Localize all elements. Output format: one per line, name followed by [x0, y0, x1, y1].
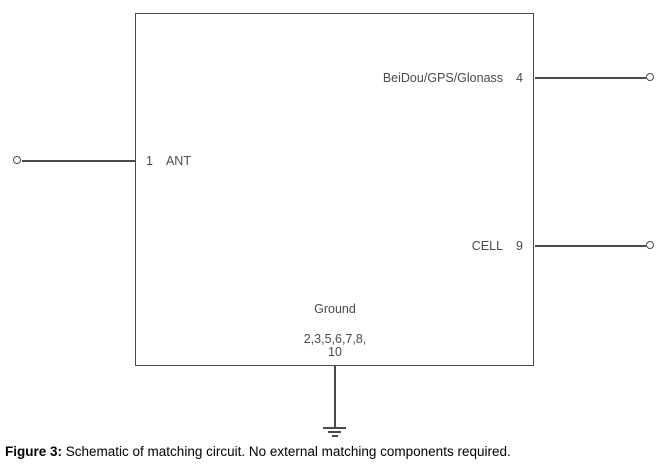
beidou-pin-label: BeiDou/GPS/Glonass 4 [383, 72, 523, 85]
ant-pin-name: ANT [165, 154, 191, 168]
cell-pin-name: CELL [471, 239, 504, 253]
cell-pin-number: 9 [516, 239, 523, 253]
ant-pin-label: 1 ANT [146, 155, 191, 168]
cell-terminal-circle [646, 241, 654, 249]
cell-pin-label: CELL 9 [472, 240, 523, 253]
ground-symbol-bar-1 [323, 427, 346, 429]
figure-caption: Figure 3: Schematic of matching circuit.… [5, 444, 511, 459]
cell-wire [535, 245, 646, 247]
ground-label: Ground [314, 302, 356, 316]
figure-caption-text: Schematic of matching circuit. No extern… [62, 444, 511, 459]
ground-symbol-bar-3 [332, 435, 338, 437]
ground-pin-numbers-line1: 2,3,5,6,7,8, [303, 332, 367, 346]
beidou-wire [535, 77, 646, 79]
beidou-pin-name: BeiDou/GPS/Glonass [382, 71, 504, 85]
ant-wire [22, 160, 135, 162]
ground-symbol-bar-2 [328, 431, 341, 433]
ant-terminal-circle [13, 156, 21, 164]
ground-pin-numbers-line2: 10 [328, 345, 342, 359]
beidou-pin-number: 4 [516, 71, 523, 85]
ant-pin-number: 1 [146, 154, 153, 168]
beidou-terminal-circle [646, 73, 654, 81]
ic-body [135, 13, 534, 366]
figure-caption-prefix: Figure 3: [5, 444, 63, 459]
ground-wire [334, 366, 336, 427]
